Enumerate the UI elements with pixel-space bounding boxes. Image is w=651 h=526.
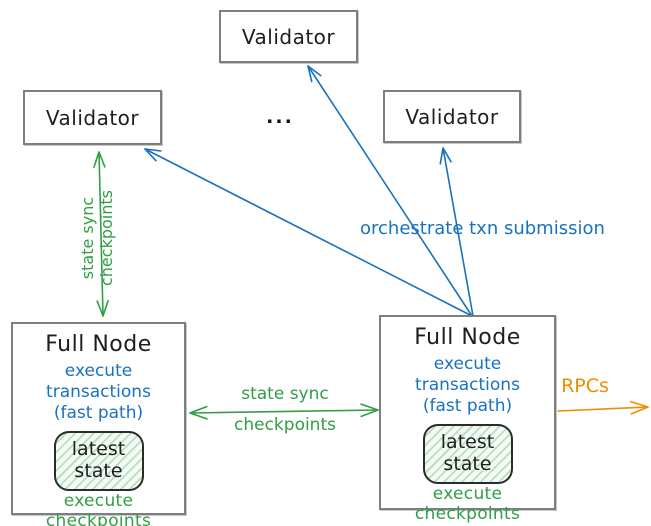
arrow-to-right-validator — [442, 147, 474, 317]
full-node-right-title: Full Node — [414, 325, 521, 350]
fastpath-line2: (fast path) — [53, 403, 144, 423]
orchestrate-arrows — [144, 65, 474, 317]
arrowhead-rpc — [629, 400, 649, 415]
more-validators-ellipsis: ... — [266, 106, 294, 128]
arrowhead-vertical-bottom — [96, 299, 109, 317]
horizontal-state-sync-label-line2: checkpoints — [234, 415, 336, 435]
arrowhead-left-validator — [144, 148, 162, 162]
arrowhead-right-validator — [439, 147, 452, 165]
fastpath-line1: execute transactions — [415, 354, 520, 395]
validator-right-label: Validator — [405, 104, 499, 129]
horizontal-state-sync-arrow — [189, 409, 379, 414]
orchestrate-txn-label: orchestrate txn submission — [360, 218, 605, 239]
latest-state-left: latest state — [53, 431, 144, 491]
latest-state-line1: latest — [440, 431, 495, 453]
state-sync-arrows — [93, 151, 379, 420]
vertical-label-line2: checkpoints — [97, 190, 116, 286]
vertical-label-line1: state sync — [78, 196, 97, 280]
full-node-right: Full Node execute transactions (fast pat… — [379, 315, 556, 524]
validator-left-node: Validator — [23, 90, 162, 145]
arrowhead-vertical-top — [93, 151, 106, 168]
arrow-to-left-validator — [144, 148, 473, 317]
fastpath-line2: (fast path) — [422, 396, 513, 416]
validator-right-node: Validator — [383, 90, 521, 143]
full-node-right-checkpoints: execute checkpoints — [414, 484, 521, 524]
arrowhead-top-validator — [307, 65, 322, 83]
arrow-to-rpc — [557, 406, 649, 412]
vertical-state-sync-label: state sync checkpoints — [78, 188, 116, 288]
arrowhead-horizontal-left — [189, 405, 208, 420]
latest-state-line2: state — [443, 453, 492, 475]
validator-top-label: Validator — [241, 24, 336, 49]
full-node-left-fastpath: execute transactions (fast path) — [13, 361, 184, 424]
rpc-arrow — [557, 400, 649, 415]
validator-left-label: Validator — [45, 105, 140, 130]
full-node-left-title: Full Node — [45, 332, 152, 357]
latest-state-line2: state — [74, 460, 123, 482]
validator-top-node: Validator — [219, 10, 358, 63]
rpcs-label: RPCs — [561, 375, 609, 397]
arrowhead-horizontal-right — [360, 403, 379, 418]
full-node-left: Full Node execute transactions (fast pat… — [11, 322, 186, 526]
latest-state-line1: latest — [71, 438, 126, 460]
full-node-right-fastpath: execute transactions (fast path) — [381, 354, 554, 417]
vertical-state-sync-arrow — [98, 151, 104, 317]
fastpath-line1: execute transactions — [46, 361, 151, 402]
arrow-to-top-validator — [307, 65, 473, 317]
horizontal-state-sync-label-line1: state sync — [241, 384, 329, 404]
latest-state-right: latest state — [422, 424, 513, 484]
full-node-left-checkpoints: execute checkpoints — [45, 491, 152, 526]
